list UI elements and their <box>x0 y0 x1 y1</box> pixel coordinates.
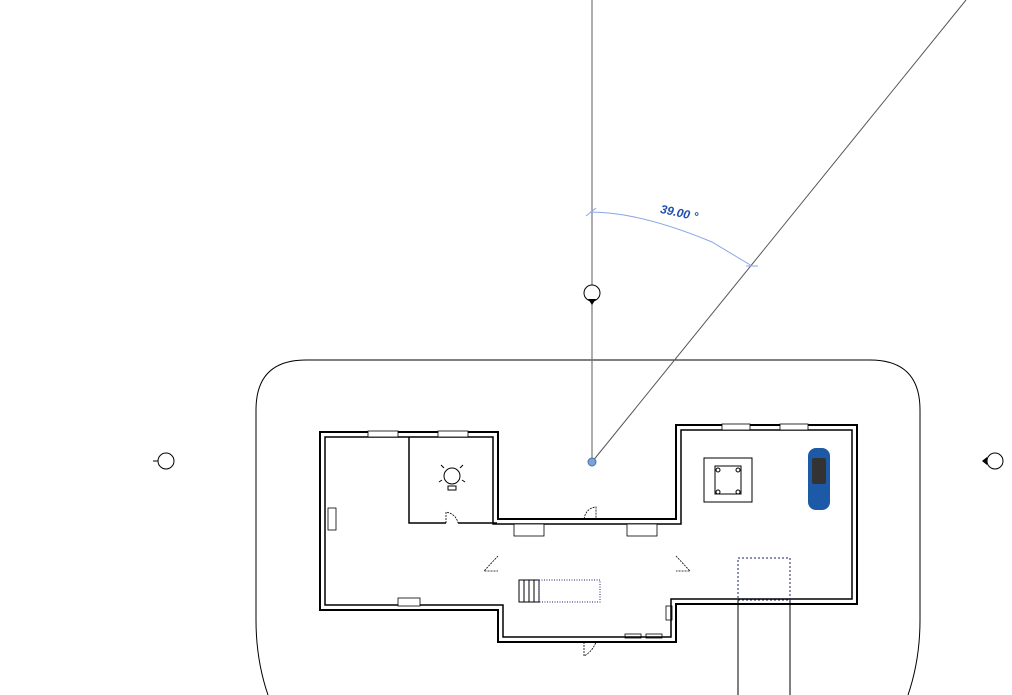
arc-tick-start <box>585 207 597 217</box>
windows <box>327 423 809 607</box>
rotation-center-point[interactable] <box>587 457 597 467</box>
garage-workbench <box>703 457 753 503</box>
walls <box>319 424 858 643</box>
stair <box>518 579 601 603</box>
angle-dimension-arc <box>589 211 753 267</box>
elevation-marker-right[interactable] <box>982 452 1004 470</box>
driveway <box>737 557 791 695</box>
elevation-marker-left[interactable] <box>153 452 175 470</box>
site-boundary <box>255 359 921 695</box>
appliances <box>624 605 673 639</box>
rotated-reference-line <box>591 0 967 463</box>
round-table <box>438 464 466 491</box>
doors <box>445 506 691 657</box>
car <box>808 448 830 510</box>
elevation-marker-top[interactable] <box>583 284 601 305</box>
